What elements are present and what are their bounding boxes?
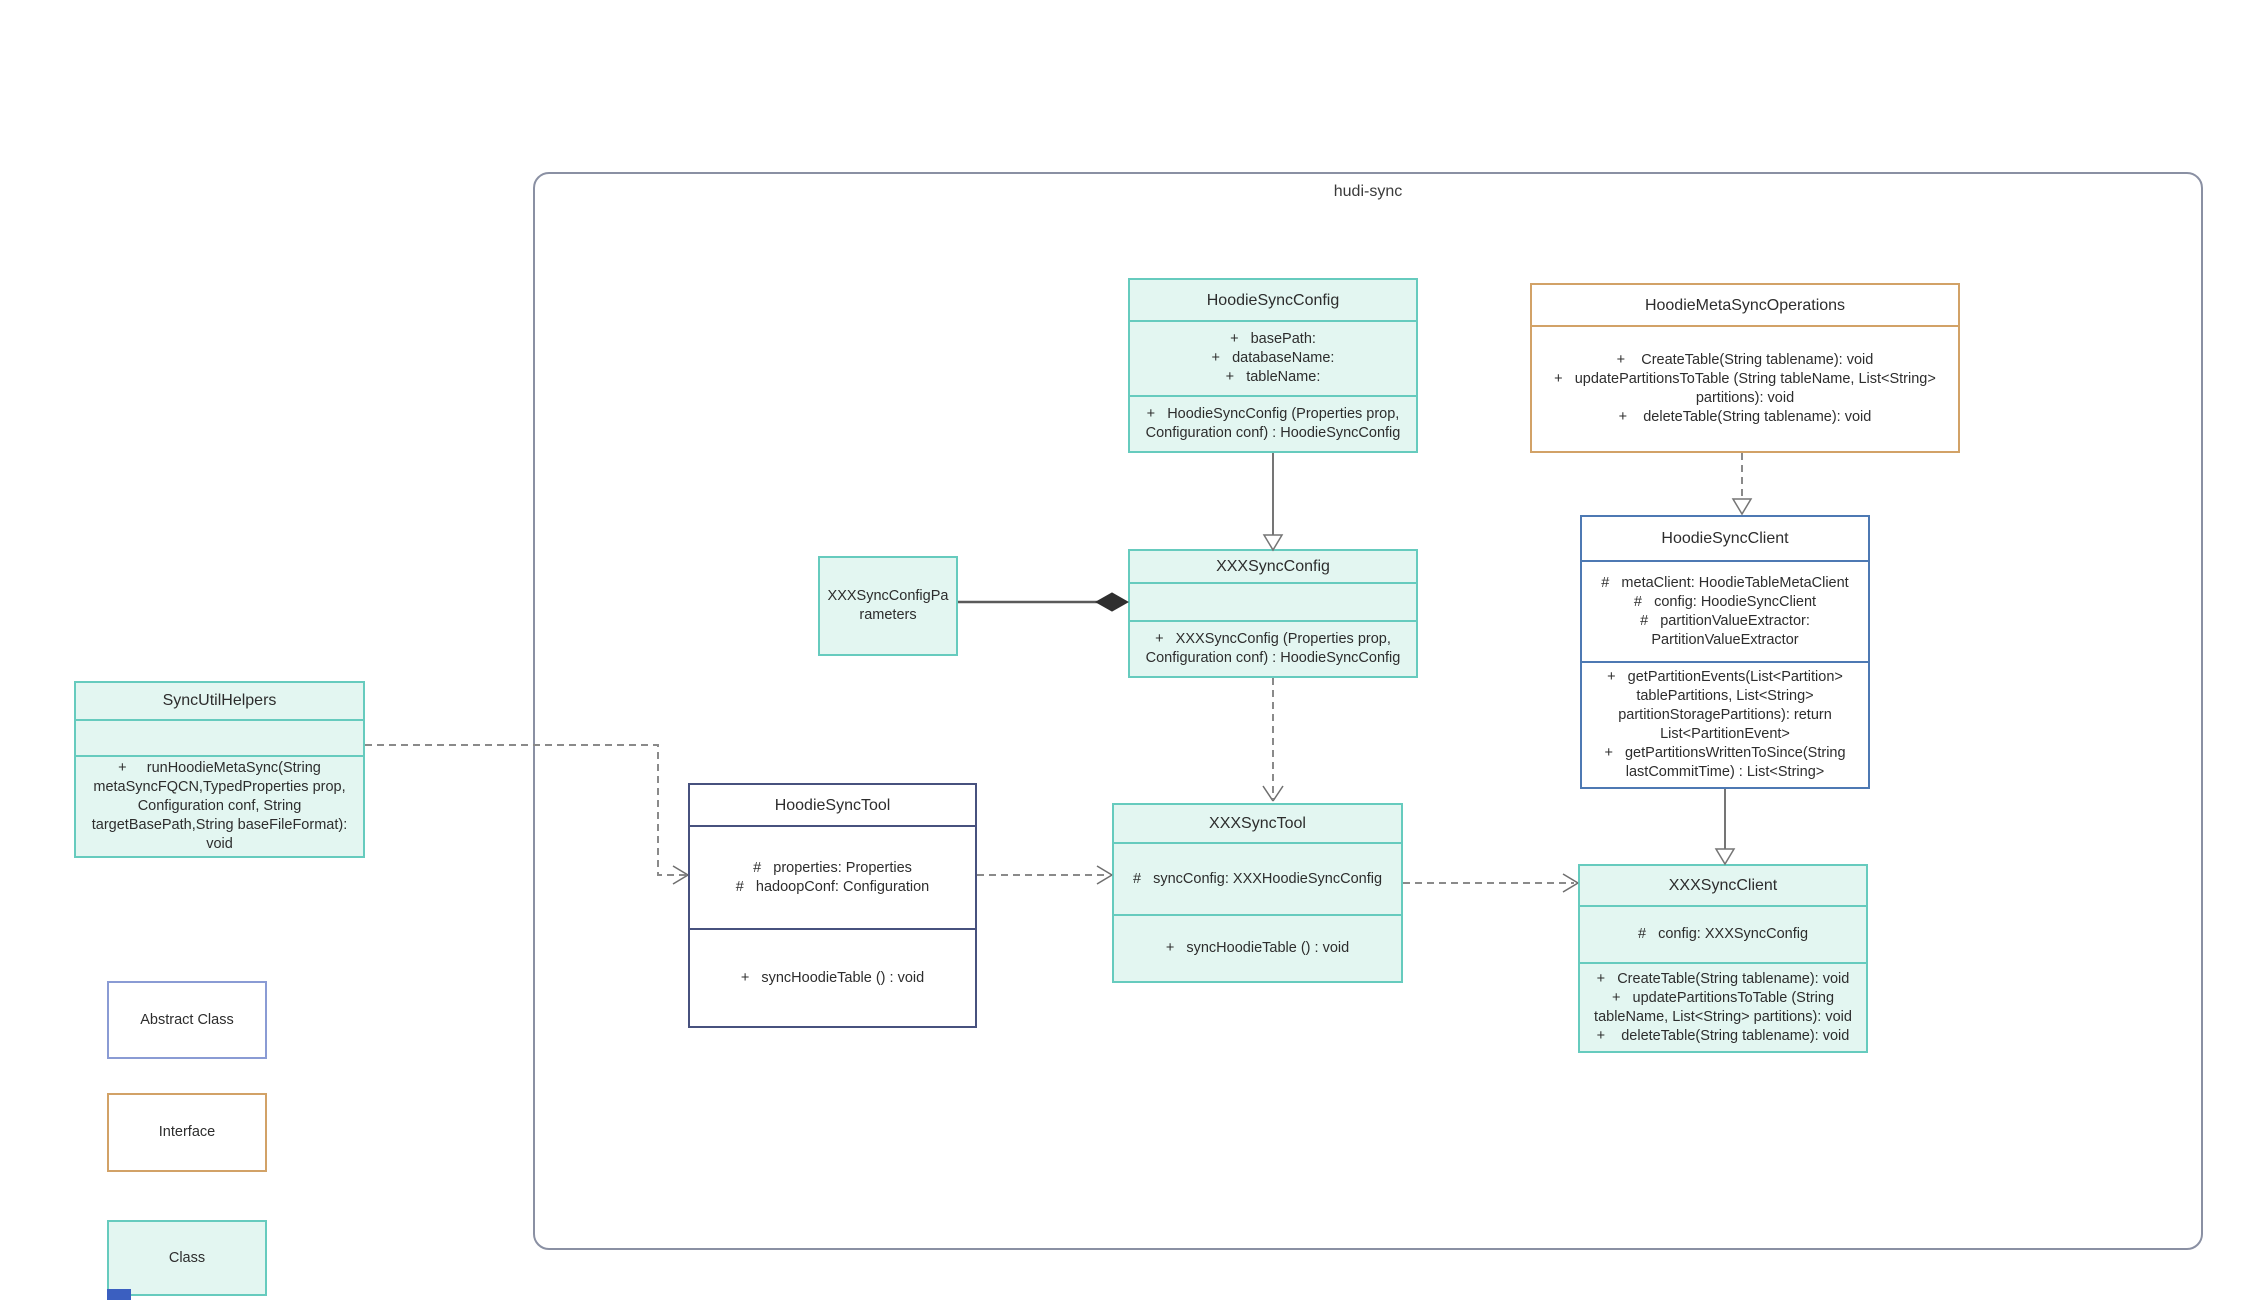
class-title: HoodieSyncTool <box>774 796 891 814</box>
legend-label: Interface <box>158 1124 216 1140</box>
class-title: XXXSyncTool <box>1209 815 1306 832</box>
hudi-sync-package-label: hudi-sync <box>1333 183 1403 200</box>
class-box-sync-util-helpers: SyncUtilHelpers + runHoodieMetaSync(Stri… <box>74 681 365 858</box>
legend-interface: Interface <box>107 1093 267 1172</box>
attribute-line: + tableName: <box>1225 369 1321 385</box>
method-line: + XXXSyncConfig (Properties prop, Config… <box>1145 631 1401 666</box>
legend-label: Class <box>168 1249 206 1266</box>
class-box-xxx-sync-config-parameters: XXXSyncConfigParameters <box>818 556 958 656</box>
class-attributes: # syncConfig: XXXHoodieSyncConfig <box>1114 842 1401 914</box>
method-line: + getPartitionsWrittenToSince(String las… <box>1604 745 1850 780</box>
method-line: + runHoodieMetaSync(String metaSyncFQCN,… <box>91 760 352 852</box>
hudi-sync-package-frame <box>533 172 2203 1250</box>
class-methods: + syncHoodieTable () : void <box>1114 914 1401 981</box>
class-box-hoodie-sync-config: HoodieSyncConfig + basePath: + databaseN… <box>1128 278 1418 453</box>
legend-abstract-class: Abstract Class <box>107 981 267 1059</box>
method-line: + updatePartitionsToTable (String tableN… <box>1594 989 1852 1025</box>
class-title: HoodieMetaSyncOperations <box>1644 296 1846 314</box>
class-attributes: # properties: Properties # hadoopConf: C… <box>690 825 975 928</box>
class-attributes-empty <box>1130 582 1416 620</box>
class-box-xxx-sync-client: XXXSyncClient # config: XXXSyncConfig + … <box>1578 864 1868 1053</box>
class-title: XXXSyncClient <box>1668 877 1778 894</box>
class-attributes-empty <box>76 718 363 755</box>
attribute-line: + databaseName: <box>1211 350 1335 366</box>
class-box-xxx-sync-config: XXXSyncConfig + XXXSyncConfig (Propertie… <box>1128 549 1418 678</box>
method-line: + updatePartitionsToTable (String tableN… <box>1554 371 1940 406</box>
class-title: HoodieSyncConfig <box>1206 291 1340 309</box>
legend-class: Class <box>107 1220 267 1296</box>
class-title: SyncUtilHelpers <box>162 692 277 710</box>
class-methods: + syncHoodieTable () : void <box>690 928 975 1026</box>
attribute-line: # metaClient: HoodieTableMetaClient <box>1601 574 1849 591</box>
legend-label: Abstract Class <box>140 1011 234 1028</box>
class-box-xxx-sync-tool: XXXSyncTool # syncConfig: XXXHoodieSyncC… <box>1112 803 1403 983</box>
class-methods: + HoodieSyncConfig (Properties prop, Con… <box>1130 395 1416 451</box>
class-methods: + getPartitionEvents(List<Partition> tab… <box>1582 661 1868 787</box>
attribute-line: # config: HoodieSyncClient <box>1633 593 1817 610</box>
class-title: XXXSyncConfig <box>1216 558 1330 575</box>
class-attributes: + basePath: + databaseName: + tableName: <box>1130 320 1416 395</box>
class-methods: + XXXSyncConfig (Properties prop, Config… <box>1130 620 1416 676</box>
attribute-line: + basePath: <box>1230 331 1316 347</box>
method-line: + CreateTable(String tablename): void <box>1596 970 1850 987</box>
class-attributes: # metaClient: HoodieTableMetaClient # co… <box>1582 560 1868 661</box>
attribute-line: # syncConfig: XXXHoodieSyncConfig <box>1132 870 1383 887</box>
attribute-line: # hadoopConf: Configuration <box>735 878 930 895</box>
attribute-line: # properties: Properties <box>753 859 912 876</box>
abstract-class-box-hoodie-sync-client: HoodieSyncClient # metaClient: HoodieTab… <box>1580 515 1870 789</box>
class-title: XXXSyncConfigParameters <box>827 588 949 623</box>
attribute-line: # partitionValueExtractor: PartitionValu… <box>1640 612 1814 648</box>
cropped-shape <box>107 1289 131 1300</box>
method-line: + deleteTable(String tablename): void <box>1596 1027 1850 1044</box>
method-line: + CreateTable(String tablename): void <box>1616 352 1874 368</box>
class-methods: + CreateTable(String tablename): void + … <box>1532 325 1958 451</box>
attribute-line: # config: XXXSyncConfig <box>1637 926 1809 942</box>
class-attributes: # config: XXXSyncConfig <box>1580 905 1866 962</box>
method-line: + syncHoodieTable () : void <box>1165 940 1350 956</box>
method-line: + HoodieSyncConfig (Properties prop, Con… <box>1145 406 1404 441</box>
method-line: + getPartitionEvents(List<Partition> tab… <box>1607 669 1847 742</box>
abstract-class-box-hoodie-sync-tool: HoodieSyncTool # properties: Properties … <box>688 783 977 1028</box>
method-line: + deleteTable(String tablename): void <box>1618 409 1872 425</box>
class-methods: + CreateTable(String tablename): void + … <box>1580 962 1866 1051</box>
interface-box-hoodie-meta-sync-operations: HoodieMetaSyncOperations + CreateTable(S… <box>1530 283 1960 453</box>
class-methods: + runHoodieMetaSync(String metaSyncFQCN,… <box>76 755 363 856</box>
class-title: HoodieSyncClient <box>1661 530 1789 547</box>
method-line: + syncHoodieTable () : void <box>740 969 925 986</box>
